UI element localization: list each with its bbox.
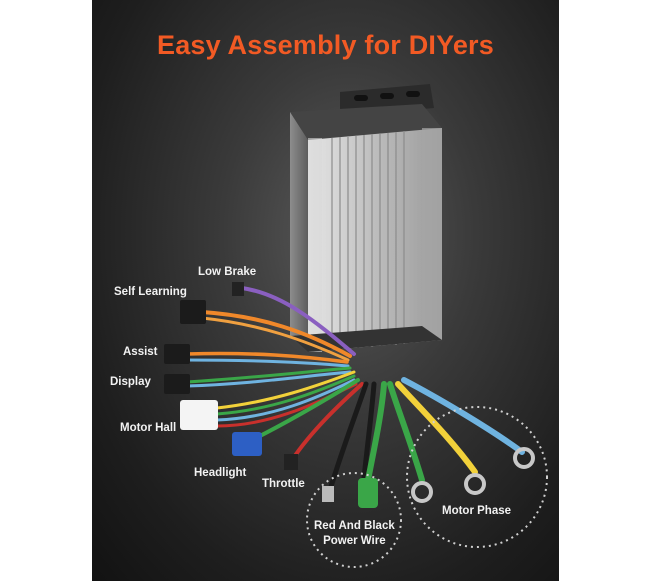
label-motor-phase: Motor Phase bbox=[442, 505, 512, 517]
label-throttle: Throttle bbox=[262, 478, 305, 490]
product-image-panel: Easy Assembly for DIYers Low Brake Self … bbox=[92, 0, 559, 581]
label-self-learning: Self Learning bbox=[114, 286, 187, 298]
connectors bbox=[164, 282, 535, 508]
motor-phase-callout bbox=[406, 406, 548, 548]
headline: Easy Assembly for DIYers bbox=[157, 30, 494, 60]
label-display: Display bbox=[110, 376, 151, 388]
label-power-wire: Red And Black Power Wire bbox=[314, 519, 395, 549]
label-motor-hall: Motor Hall bbox=[120, 422, 177, 434]
label-power-wire-line1: Red And Black bbox=[314, 520, 395, 532]
label-low-brake: Low Brake bbox=[198, 266, 257, 278]
controller-housing bbox=[290, 104, 442, 352]
label-assist: Assist bbox=[123, 346, 158, 358]
label-power-wire-line2: Power Wire bbox=[323, 535, 386, 547]
power-wire-callout bbox=[306, 472, 402, 568]
wire-harness bbox=[185, 286, 525, 493]
controller-illustration bbox=[164, 84, 548, 568]
label-headlight: Headlight bbox=[194, 467, 247, 479]
